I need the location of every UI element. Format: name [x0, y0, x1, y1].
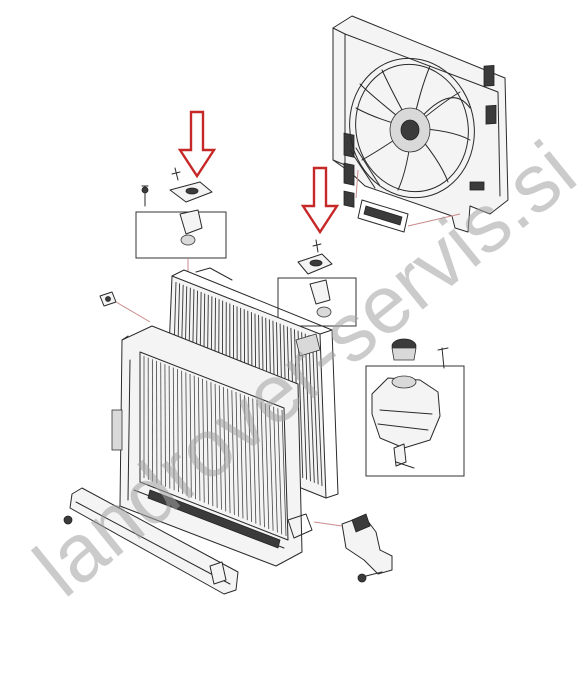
condenser-fin-line [239, 393, 244, 519]
left-mount-group [135, 167, 227, 272]
condenser-fins [143, 356, 287, 537]
condenser-fin-line [235, 391, 240, 517]
condenser-fin-line [202, 378, 205, 503]
radiator-fin-line [315, 337, 323, 487]
arrow-left-mount [177, 110, 217, 179]
left-mount-callout-box [135, 211, 227, 259]
condenser-fin-line [277, 408, 283, 535]
condenser-frame [111, 325, 313, 567]
condenser-fin-line [248, 396, 252, 522]
cooling-fan-shroud [332, 15, 509, 233]
condenser-fin-line [281, 409, 287, 537]
tank-callout-box [365, 365, 465, 477]
condenser-fin-line [218, 385, 222, 510]
condenser-fin-line [231, 390, 235, 515]
radiator-fin-line [301, 332, 308, 480]
radiator-fin-line [304, 333, 311, 482]
condenser-fin-line [273, 406, 278, 533]
lower-air-deflector [63, 487, 239, 595]
left-rubber-bush [180, 234, 196, 246]
condenser-fin-line [177, 369, 179, 493]
left-bracket-clip [99, 291, 151, 323]
condenser-fin-line [227, 388, 231, 514]
condenser-fin-line [172, 367, 175, 491]
radiator-fin-line [308, 335, 315, 483]
condenser-fin-line [210, 382, 214, 507]
condenser-fin-line [269, 405, 274, 531]
condenser-fin-line [214, 383, 218, 508]
condenser-fin-line [181, 370, 184, 494]
lower-right-bracket [313, 513, 393, 583]
condenser-fin-line [256, 400, 261, 526]
condenser-fin-line [264, 403, 270, 529]
radiator-fin-line [297, 330, 304, 479]
condenser-fin-line [223, 387, 227, 512]
condenser-fin-line [168, 365, 171, 489]
condenser-fin-line [197, 377, 201, 501]
condenser-fin-line [193, 375, 197, 500]
right-rubber-bush [316, 306, 332, 318]
condenser-fin-line [243, 395, 248, 521]
condenser-fin-line [260, 401, 265, 528]
condenser-fin-line [206, 380, 209, 505]
condenser-fin-line [252, 398, 257, 524]
right-mount-group [277, 239, 357, 327]
condenser-fin-line [189, 373, 192, 498]
arrow-right-mount [300, 166, 340, 235]
condenser-fin-line [164, 364, 166, 487]
radiator-fin-line [311, 336, 319, 485]
right-mount-callout-box [277, 277, 357, 327]
coolant-expansion-tank-group [365, 338, 465, 477]
expansion-tank [371, 377, 441, 449]
condenser-fin-line [185, 372, 188, 496]
